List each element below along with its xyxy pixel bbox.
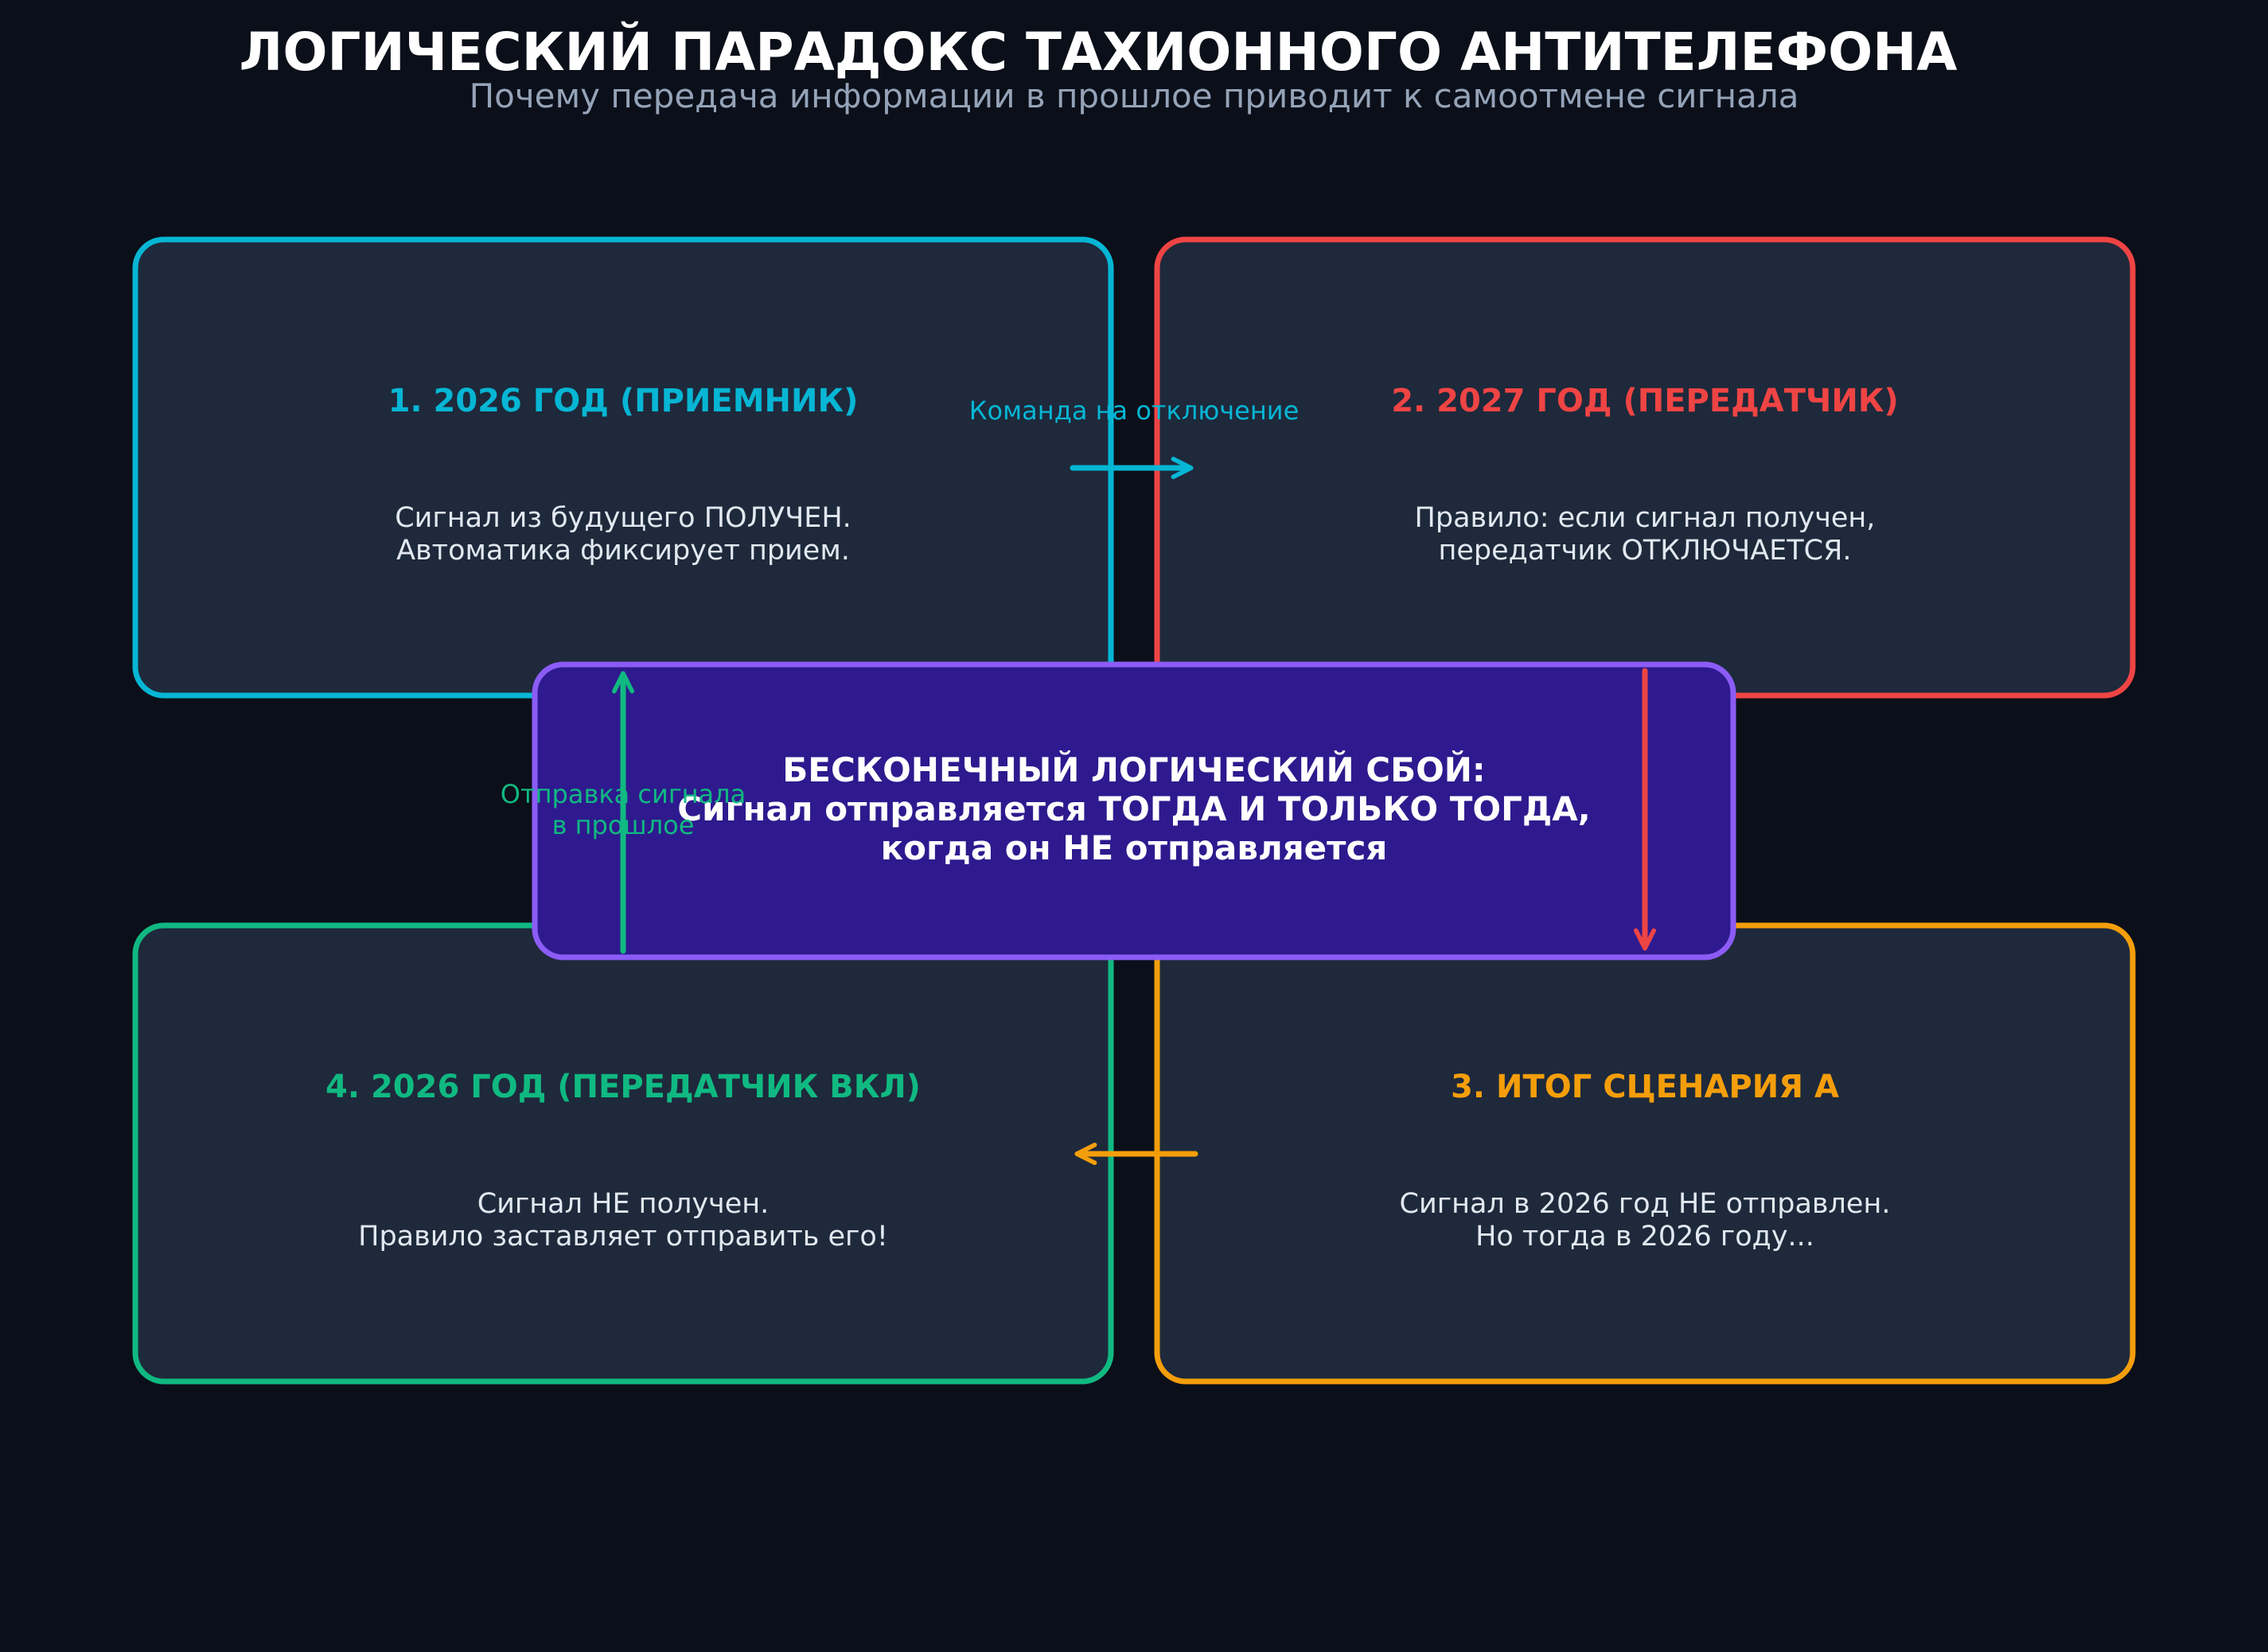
box-receiver-2026-line1: Сигнал из будущего ПОЛУЧЕН. [395, 502, 851, 534]
box-receiver-2026-line2: Автоматика фиксирует прием. [396, 535, 850, 567]
box-transmitter-2027-title: 2. 2027 ГОД (ПЕРЕДАТЧИК) [1391, 383, 1899, 419]
arrow-send-to-past-label-line1: Отправка сигнала [501, 779, 746, 809]
box-outcome-a: 3. ИТОГ СЦЕНАРИЯ А Сигнал в 2026 год НЕ … [1154, 922, 2136, 1385]
page-title: ЛОГИЧЕСКИЙ ПАРАДОКС ТАХИОННОГО АНТИТЕЛЕФ… [240, 21, 1958, 83]
center-line3: когда он НЕ отправляется [881, 828, 1388, 867]
page-subtitle: Почему передача информации в прошлое при… [470, 76, 1799, 115]
box-transmitter-on-2026-line1: Сигнал НЕ получен. [477, 1188, 770, 1220]
box-outcome-a-title: 3. ИТОГ СЦЕНАРИЯ А [1451, 1069, 1839, 1105]
arrow-send-to-past-label-line2: в прошлое [552, 810, 695, 840]
center-line2: Сигнал отправляется ТОГДА И ТОЛЬКО ТОГДА… [677, 789, 1591, 828]
box-transmitter-on-2026: 4. 2026 ГОД (ПЕРЕДАТЧИК ВКЛ) Сигнал НЕ п… [132, 922, 1114, 1385]
box-transmitter-on-2026-line2: Правило заставляет отправить его! [358, 1221, 888, 1253]
box-transmitter-2027: 2. 2027 ГОД (ПЕРЕДАТЧИК) Правило: если с… [1154, 236, 2136, 699]
box-outcome-a-line1: Сигнал в 2026 год НЕ отправлен. [1400, 1188, 1891, 1220]
box-outcome-a-line2: Но тогда в 2026 году... [1475, 1221, 1814, 1253]
center-line1: БЕСКОНЕЧНЫЙ ЛОГИЧЕСКИЙ СБОЙ: [782, 750, 1485, 789]
box-receiver-2026: 1. 2026 ГОД (ПРИЕМНИК) Сигнал из будущег… [132, 236, 1114, 699]
center-paradox-box: БЕСКОНЕЧНЫЙ ЛОГИЧЕСКИЙ СБОЙ: Сигнал отпр… [532, 661, 1736, 960]
box-transmitter-2027-line1: Правило: если сигнал получен, [1415, 502, 1876, 534]
box-transmitter-on-2026-title: 4. 2026 ГОД (ПЕРЕДАТЧИК ВКЛ) [325, 1069, 921, 1105]
box-transmitter-2027-line2: передатчик ОТКЛЮЧАЕТСЯ. [1438, 535, 1851, 567]
box-receiver-2026-title: 1. 2026 ГОД (ПРИЕМНИК) [388, 383, 859, 419]
arrow-shutdown-label: Команда на отключение [969, 395, 1300, 426]
